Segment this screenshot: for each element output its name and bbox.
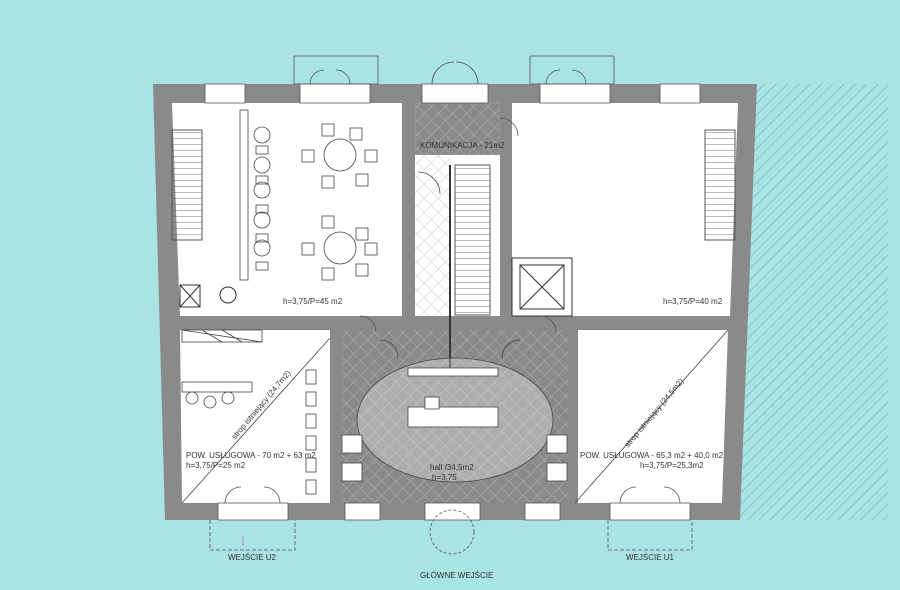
label-room-top-left: h=3,75/P=45 m2: [283, 297, 343, 306]
label-usl-left-2: h=3,75/P=25 m2: [186, 461, 246, 470]
label-usl-right-2: h=3,75/P=25,3m2: [640, 461, 704, 470]
furniture-bottom-left: [181, 329, 331, 504]
neighbour-hatch: [740, 84, 888, 520]
entrance-boxes: [209, 520, 693, 551]
hall-furniture: [341, 339, 568, 483]
elevator: [511, 257, 573, 317]
stairs-right: [704, 129, 736, 241]
label-wejscie-u1: WEJŚCIE U1: [626, 553, 675, 562]
shaft-left: [179, 284, 237, 308]
label-usl-right-1: POW. USŁUGOWA - 65,3 m2 + 40,0 m2: [580, 451, 724, 460]
windows-bottom: [217, 502, 691, 521]
floor-room-bottom-left: [180, 330, 330, 503]
label-komunikacja: KOMUNIKACJA - 21m2: [420, 141, 505, 150]
stairs-left: [171, 129, 203, 241]
balconies-top: [293, 55, 615, 85]
label-hall-2: h=3,75: [432, 473, 457, 482]
label-usl-left-1: POW. USŁUGOWA - 70 m2 + 63 m2: [186, 451, 316, 460]
furniture-top-left: [239, 109, 378, 281]
diagonal-right: [574, 329, 729, 504]
label-glowne-wejscie: GŁÓWNE WEJŚCIE: [420, 571, 493, 580]
door-swings-bottom: [224, 486, 681, 555]
stairs-center: [454, 164, 491, 316]
label-wejscie-u2: WEJŚCIE U2: [228, 553, 277, 562]
door-swings: [359, 117, 557, 333]
floor-corridor-cross: [415, 155, 450, 330]
label-room-top-right: h=3,75/P=40 m2: [663, 297, 723, 306]
label-hall-1: hall /34,5m2: [430, 463, 474, 472]
interior-walls: [178, 103, 730, 506]
floor-room-top-left: [172, 103, 402, 316]
